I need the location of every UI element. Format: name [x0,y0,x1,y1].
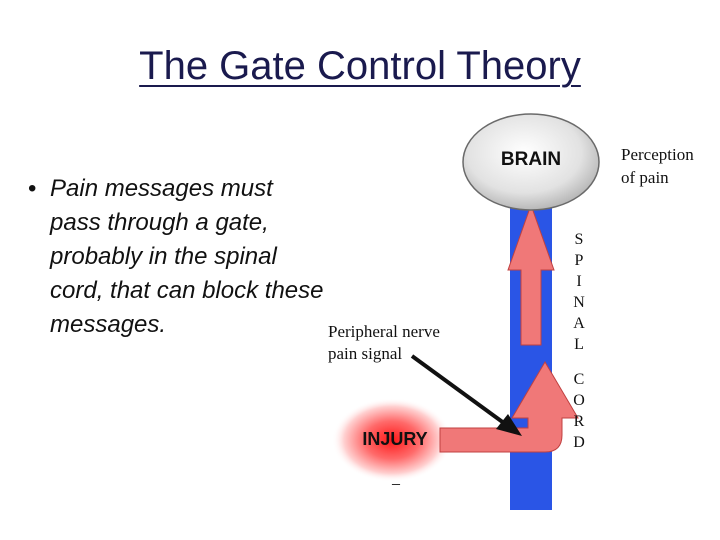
spinal-cord-letter: D [573,434,585,451]
spinal-cord-letter: C [574,371,585,388]
injury-to-cord-arrow [440,362,578,452]
spinal-cord-letter: R [574,413,585,430]
nerve-label-line2: pain signal [328,344,402,363]
injury-label: INJURY [362,429,427,449]
spinal-cord-letter: N [573,294,585,311]
spinal-cord-letter: I [576,273,581,290]
dash-mark: _ [391,469,400,485]
perception-label-line2: of pain [621,168,669,187]
perception-label-line1: Perception [621,145,694,164]
spinal-cord-letter: A [573,315,585,332]
spinal-cord-letter: O [573,392,585,409]
spinal-cord-letter: L [574,336,584,353]
spinal-cord-letter: P [575,252,584,269]
spinal-cord-letter: S [575,231,584,248]
brain-label: BRAIN [501,149,561,170]
nerve-label-line1: Peripheral nerve [328,322,440,341]
